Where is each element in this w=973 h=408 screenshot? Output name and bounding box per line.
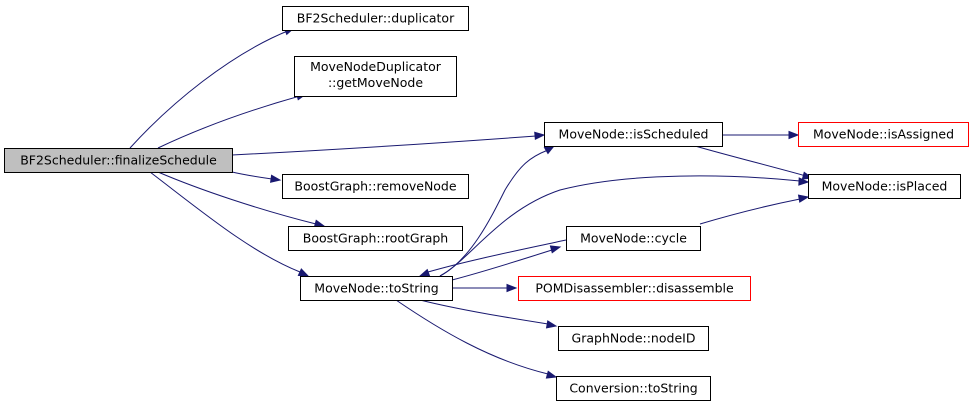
node-label: MoveNode::toString <box>314 281 438 296</box>
edge-line <box>157 95 301 149</box>
arrowhead-icon <box>798 177 810 186</box>
node-label: BF2Scheduler::finalizeSchedule <box>20 153 217 168</box>
edge-bf2scheduler-finalizeschedule-to-boostgraph-removenode <box>231 171 282 183</box>
edge-line <box>419 299 549 325</box>
node-bf2scheduler-duplicator[interactable]: BF2Scheduler::duplicator <box>282 6 469 31</box>
edge-line <box>149 171 301 273</box>
node-box <box>808 174 961 199</box>
arrowhead-icon <box>545 320 558 329</box>
edge-line <box>395 299 549 375</box>
edge-line <box>439 175 801 277</box>
node-bf2scheduler-finalizeschedule: BF2Scheduler::finalizeSchedule <box>4 148 233 173</box>
arrowhead-icon <box>506 283 518 293</box>
nodes-layer: BF2Scheduler::finalizeSchedule BF2Schedul… <box>4 6 969 401</box>
edge-line <box>427 239 567 273</box>
edge-bf2scheduler-finalizeschedule-to-bf2scheduler-duplicator <box>129 27 296 149</box>
node-label: ::getMoveNode <box>328 75 423 90</box>
arrowhead-icon <box>534 131 546 141</box>
arrowhead-icon <box>545 370 558 379</box>
node-box <box>556 376 711 401</box>
node-label: Conversion::toString <box>569 381 697 396</box>
edge-line <box>694 145 807 177</box>
node-box <box>4 148 233 173</box>
edge-bf2scheduler-finalizeschedule-to-movenode-tostring <box>149 171 310 277</box>
node-movenodeduplicator-getmovenode[interactable]: MoveNodeDuplicator::getMoveNode <box>294 56 457 97</box>
edge-movenode-cycle-to-movenode-isplaced <box>699 194 810 225</box>
node-boostgraph-rootgraph[interactable]: BoostGraph::rootGraph <box>288 226 463 251</box>
node-graphnode-nodeid[interactable]: GraphNode::nodeID <box>558 326 709 351</box>
node-conversion-tostring[interactable]: Conversion::toString <box>556 376 711 401</box>
node-movenode-tostring[interactable]: MoveNode::toString <box>300 276 453 301</box>
node-movenode-isscheduled[interactable]: MoveNode::isScheduled <box>544 122 723 147</box>
edge-line <box>231 135 537 156</box>
edge-movenode-tostring-to-pomdisassembler-disassemble <box>452 283 518 293</box>
node-box <box>544 122 723 147</box>
edge-line <box>129 29 291 149</box>
node-boostgraph-removenode[interactable]: BoostGraph::removeNode <box>282 174 469 199</box>
arrowhead-icon <box>549 245 562 254</box>
arrowhead-icon <box>797 194 810 203</box>
node-box <box>300 276 453 301</box>
edge-line <box>231 171 273 180</box>
edge-movenode-tostring-to-movenode-isscheduled <box>439 145 556 277</box>
node-box <box>566 226 701 251</box>
edge-line <box>699 198 801 225</box>
node-label: POMDisassembler::disassemble <box>535 281 734 296</box>
node-label: MoveNode::cycle <box>580 231 687 246</box>
node-box <box>798 122 969 147</box>
node-label: GraphNode::nodeID <box>572 331 696 346</box>
arrowhead-icon <box>270 174 282 183</box>
edge-movenode-isscheduled-to-movenode-isassigned <box>722 130 800 140</box>
node-pomdisassembler-disassemble[interactable]: POMDisassembler::disassemble <box>518 276 751 301</box>
node-movenode-isassigned[interactable]: MoveNode::isAssigned <box>798 122 969 147</box>
edge-movenode-tostring-to-graphnode-nodeid <box>419 299 558 329</box>
edge-line <box>157 171 317 225</box>
edge-line <box>439 149 549 277</box>
edges-layer <box>129 27 814 379</box>
node-label: MoveNode::isPlaced <box>822 179 948 194</box>
node-movenode-cycle[interactable]: MoveNode::cycle <box>566 226 701 251</box>
node-label: BoostGraph::removeNode <box>294 179 456 194</box>
node-label: MoveNodeDuplicator <box>310 59 442 74</box>
node-box <box>282 174 469 199</box>
node-box <box>282 6 469 31</box>
edge-movenode-tostring-to-conversion-tostring <box>395 299 558 379</box>
node-box <box>558 326 709 351</box>
edge-movenode-tostring-to-movenode-cycle <box>451 245 562 281</box>
arrowhead-icon <box>297 268 310 277</box>
node-label: BF2Scheduler::duplicator <box>297 11 455 26</box>
node-movenode-isplaced[interactable]: MoveNode::isPlaced <box>808 174 961 199</box>
edge-line <box>451 249 553 281</box>
arrowhead-icon <box>788 130 800 140</box>
edge-movenode-tostring-to-movenode-isplaced <box>439 175 810 277</box>
node-box <box>288 226 463 251</box>
node-label: BoostGraph::rootGraph <box>303 231 448 246</box>
edge-bf2scheduler-finalizeschedule-to-movenode-isscheduled <box>231 131 546 156</box>
node-label: MoveNode::isAssigned <box>813 127 954 142</box>
node-label: MoveNode::isScheduled <box>559 127 709 142</box>
node-box <box>518 276 751 301</box>
node-box <box>294 56 457 97</box>
